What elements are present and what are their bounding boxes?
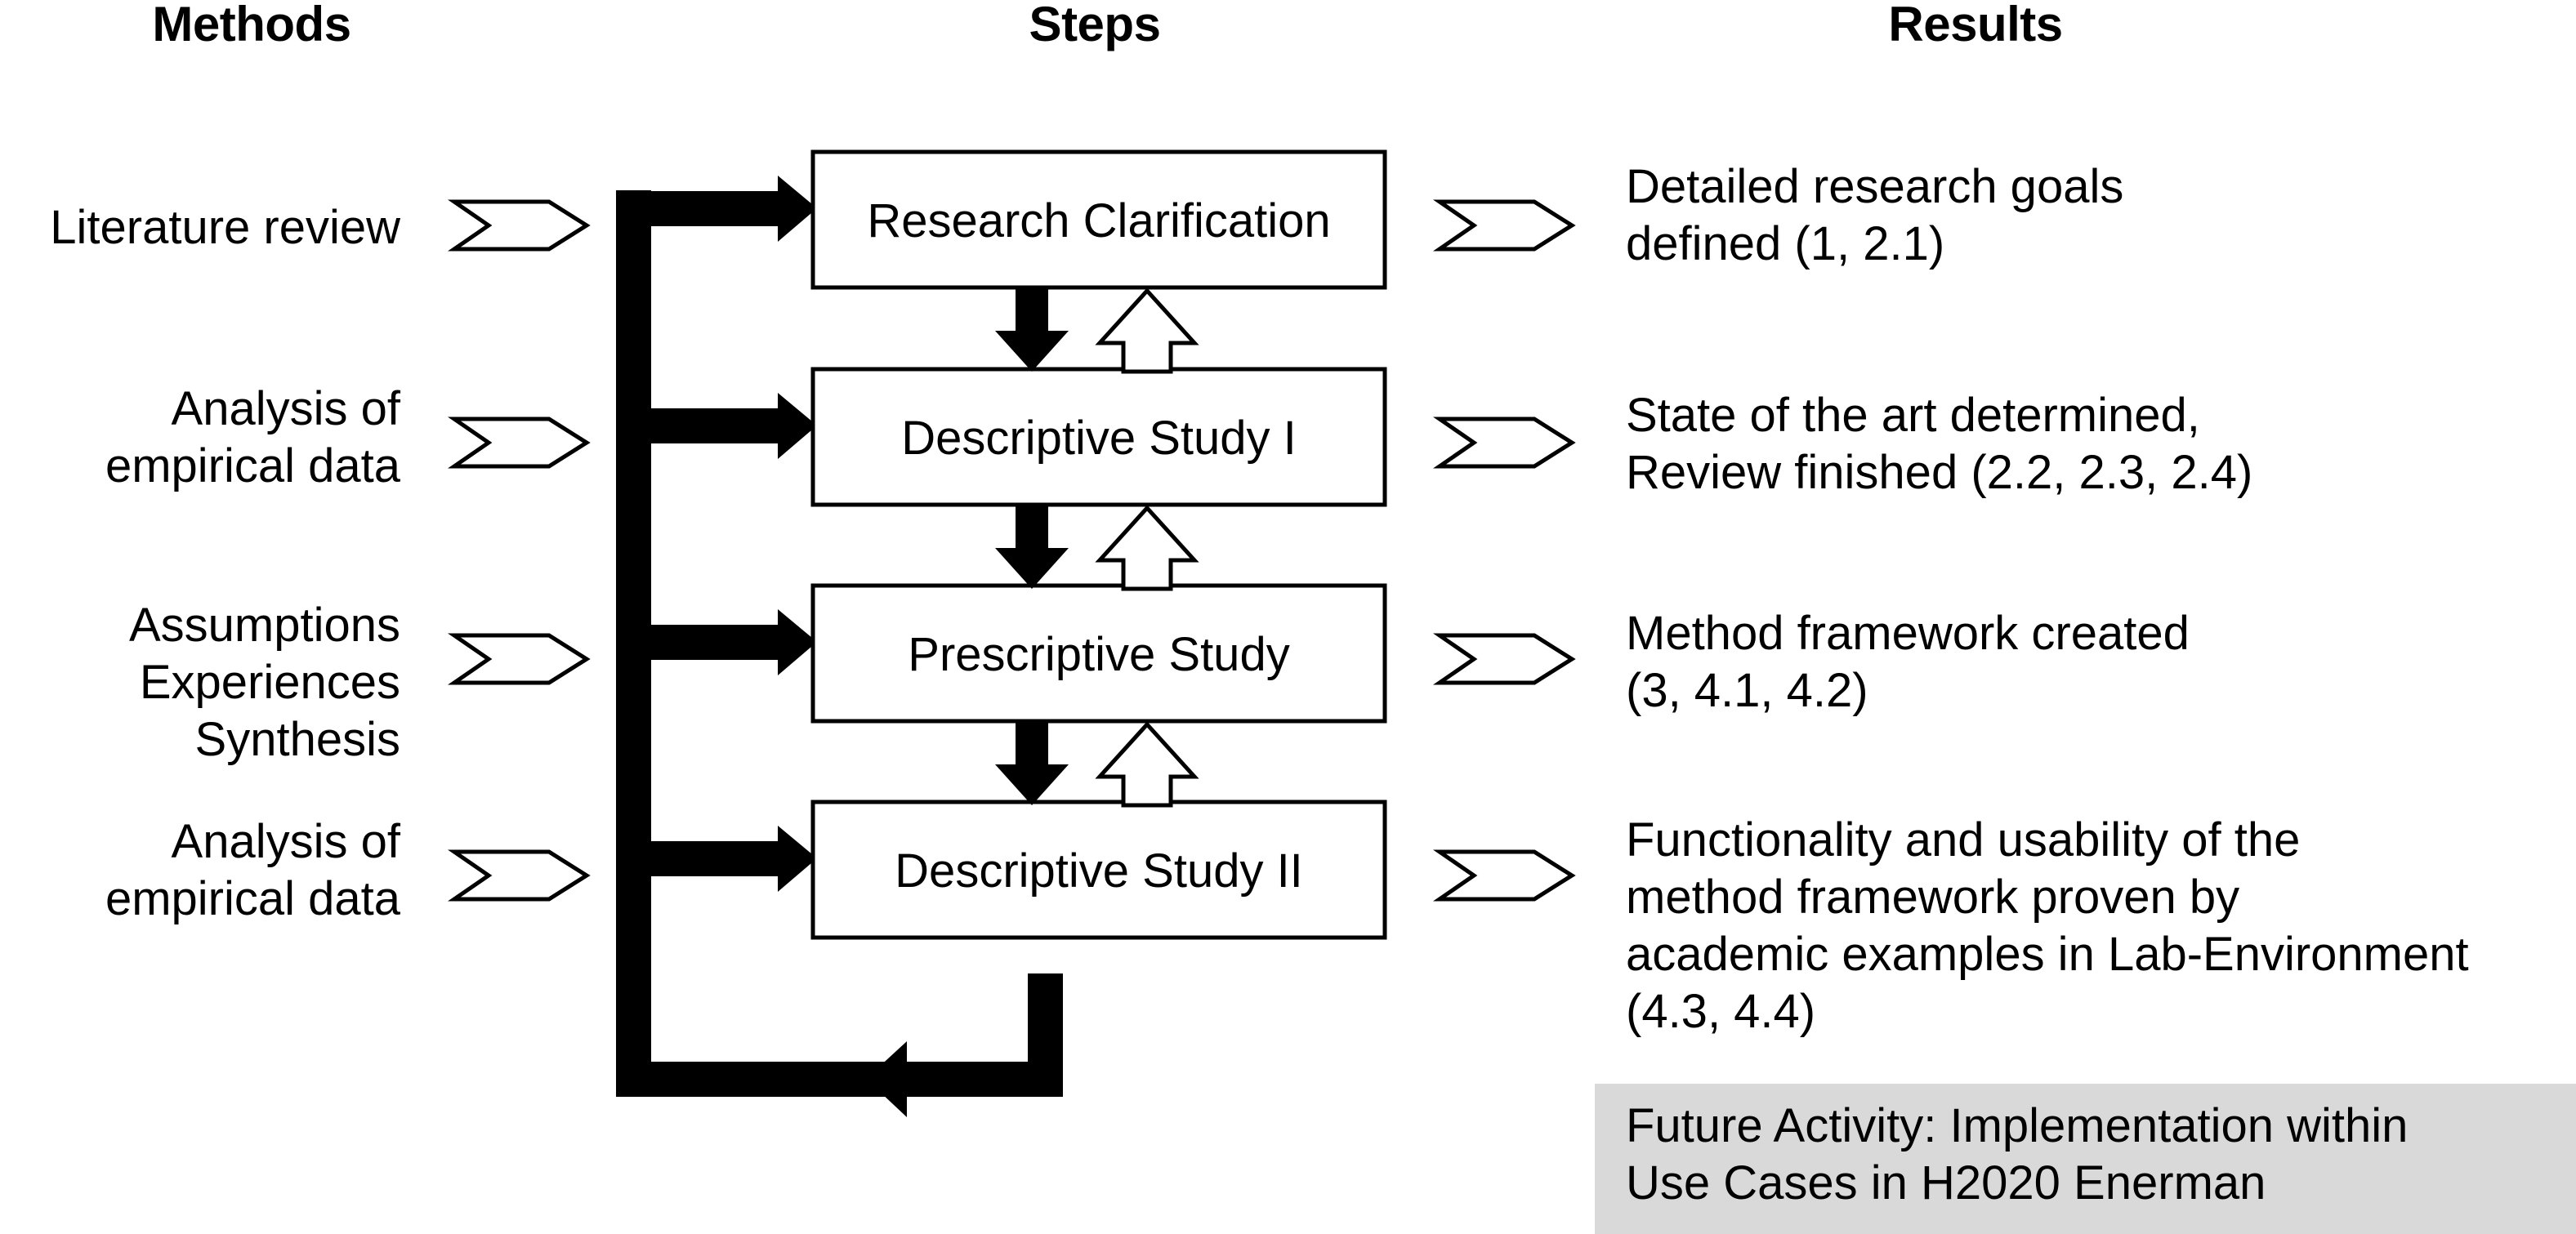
column-header-steps: Steps xyxy=(1029,0,1161,51)
method-label-2-line-2: empirical data xyxy=(105,439,401,492)
result-label-4-line-2: method framework proven by xyxy=(1626,871,2239,924)
column-header-methods: Methods xyxy=(152,0,350,51)
column-header-results: Results xyxy=(1888,0,2062,51)
method-chevron-2-icon xyxy=(447,417,591,469)
method-label-3-line-1: Assumptions xyxy=(129,599,400,652)
method-chevron-4-icon xyxy=(447,849,591,902)
feedback-loop-path xyxy=(616,973,1063,1117)
method-label-1-line-1: Literature review xyxy=(50,201,401,254)
future-activity-line-1: Future Activity: Implementation within xyxy=(1626,1099,2408,1152)
method-label-4-line-2: empirical data xyxy=(105,872,401,925)
step-box-4-label: Descriptive Study II xyxy=(895,844,1303,898)
step-box-3-label: Prescriptive Study xyxy=(908,628,1289,681)
result-chevron-1-icon xyxy=(1432,199,1576,252)
result-chevron-4-icon xyxy=(1432,849,1576,902)
step-box-1[interactable] xyxy=(810,149,1387,290)
result-chevron-3-icon xyxy=(1432,633,1576,685)
forward-arrow-3 xyxy=(995,721,1069,805)
result-label-1-line-1: Detailed research goals xyxy=(1626,160,2123,213)
feed-arrow-row-4 xyxy=(645,826,817,892)
result-chevron-2-icon xyxy=(1432,417,1576,469)
result-label-2-line-1: State of the art determined, xyxy=(1626,389,2200,442)
result-label-4-line-3: academic examples in Lab-Environment xyxy=(1626,928,2469,981)
feed-arrow-row-2 xyxy=(645,393,817,459)
result-label-4-line-4: (4.3, 4.4) xyxy=(1626,985,1815,1038)
method-label-3-line-2: Experiences xyxy=(140,656,400,709)
forward-arrow-2 xyxy=(995,505,1069,589)
step-box-4[interactable] xyxy=(810,800,1387,940)
feedback-arrow-1 xyxy=(1095,287,1199,374)
feed-arrow-row-3 xyxy=(645,609,817,675)
step-box-2[interactable] xyxy=(810,367,1387,507)
forward-arrow-1 xyxy=(995,287,1069,372)
feedback-arrow-2 xyxy=(1095,505,1199,591)
result-label-2-line-2: Review finished (2.2, 2.3, 2.4) xyxy=(1626,446,2252,499)
step-box-2-label: Descriptive Study I xyxy=(901,412,1297,465)
result-label-3-line-1: Method framework created xyxy=(1626,607,2190,660)
step-box-3[interactable] xyxy=(810,583,1387,724)
step-box-1-label: Research Clarification xyxy=(867,194,1330,247)
result-label-3-line-2: (3, 4.1, 4.2) xyxy=(1626,664,1868,717)
method-label-2-line-1: Analysis of xyxy=(172,382,401,435)
feedback-arrow-3 xyxy=(1095,721,1199,808)
feed-bus-vertical xyxy=(616,190,651,1097)
result-label-1-line-2: defined (1, 2.1) xyxy=(1626,217,1944,270)
method-chevron-3-icon xyxy=(447,633,591,685)
method-label-4-line-1: Analysis of xyxy=(172,815,401,868)
method-label-3-line-3: Synthesis xyxy=(195,713,400,766)
future-activity-highlight xyxy=(1595,1084,2576,1234)
method-chevron-1-icon xyxy=(447,199,591,252)
result-label-4-line-1: Functionality and usability of the xyxy=(1626,813,2300,866)
future-activity-line-2: Use Cases in H2020 Enerman xyxy=(1626,1156,2266,1209)
feed-arrow-row-1 xyxy=(645,176,817,242)
